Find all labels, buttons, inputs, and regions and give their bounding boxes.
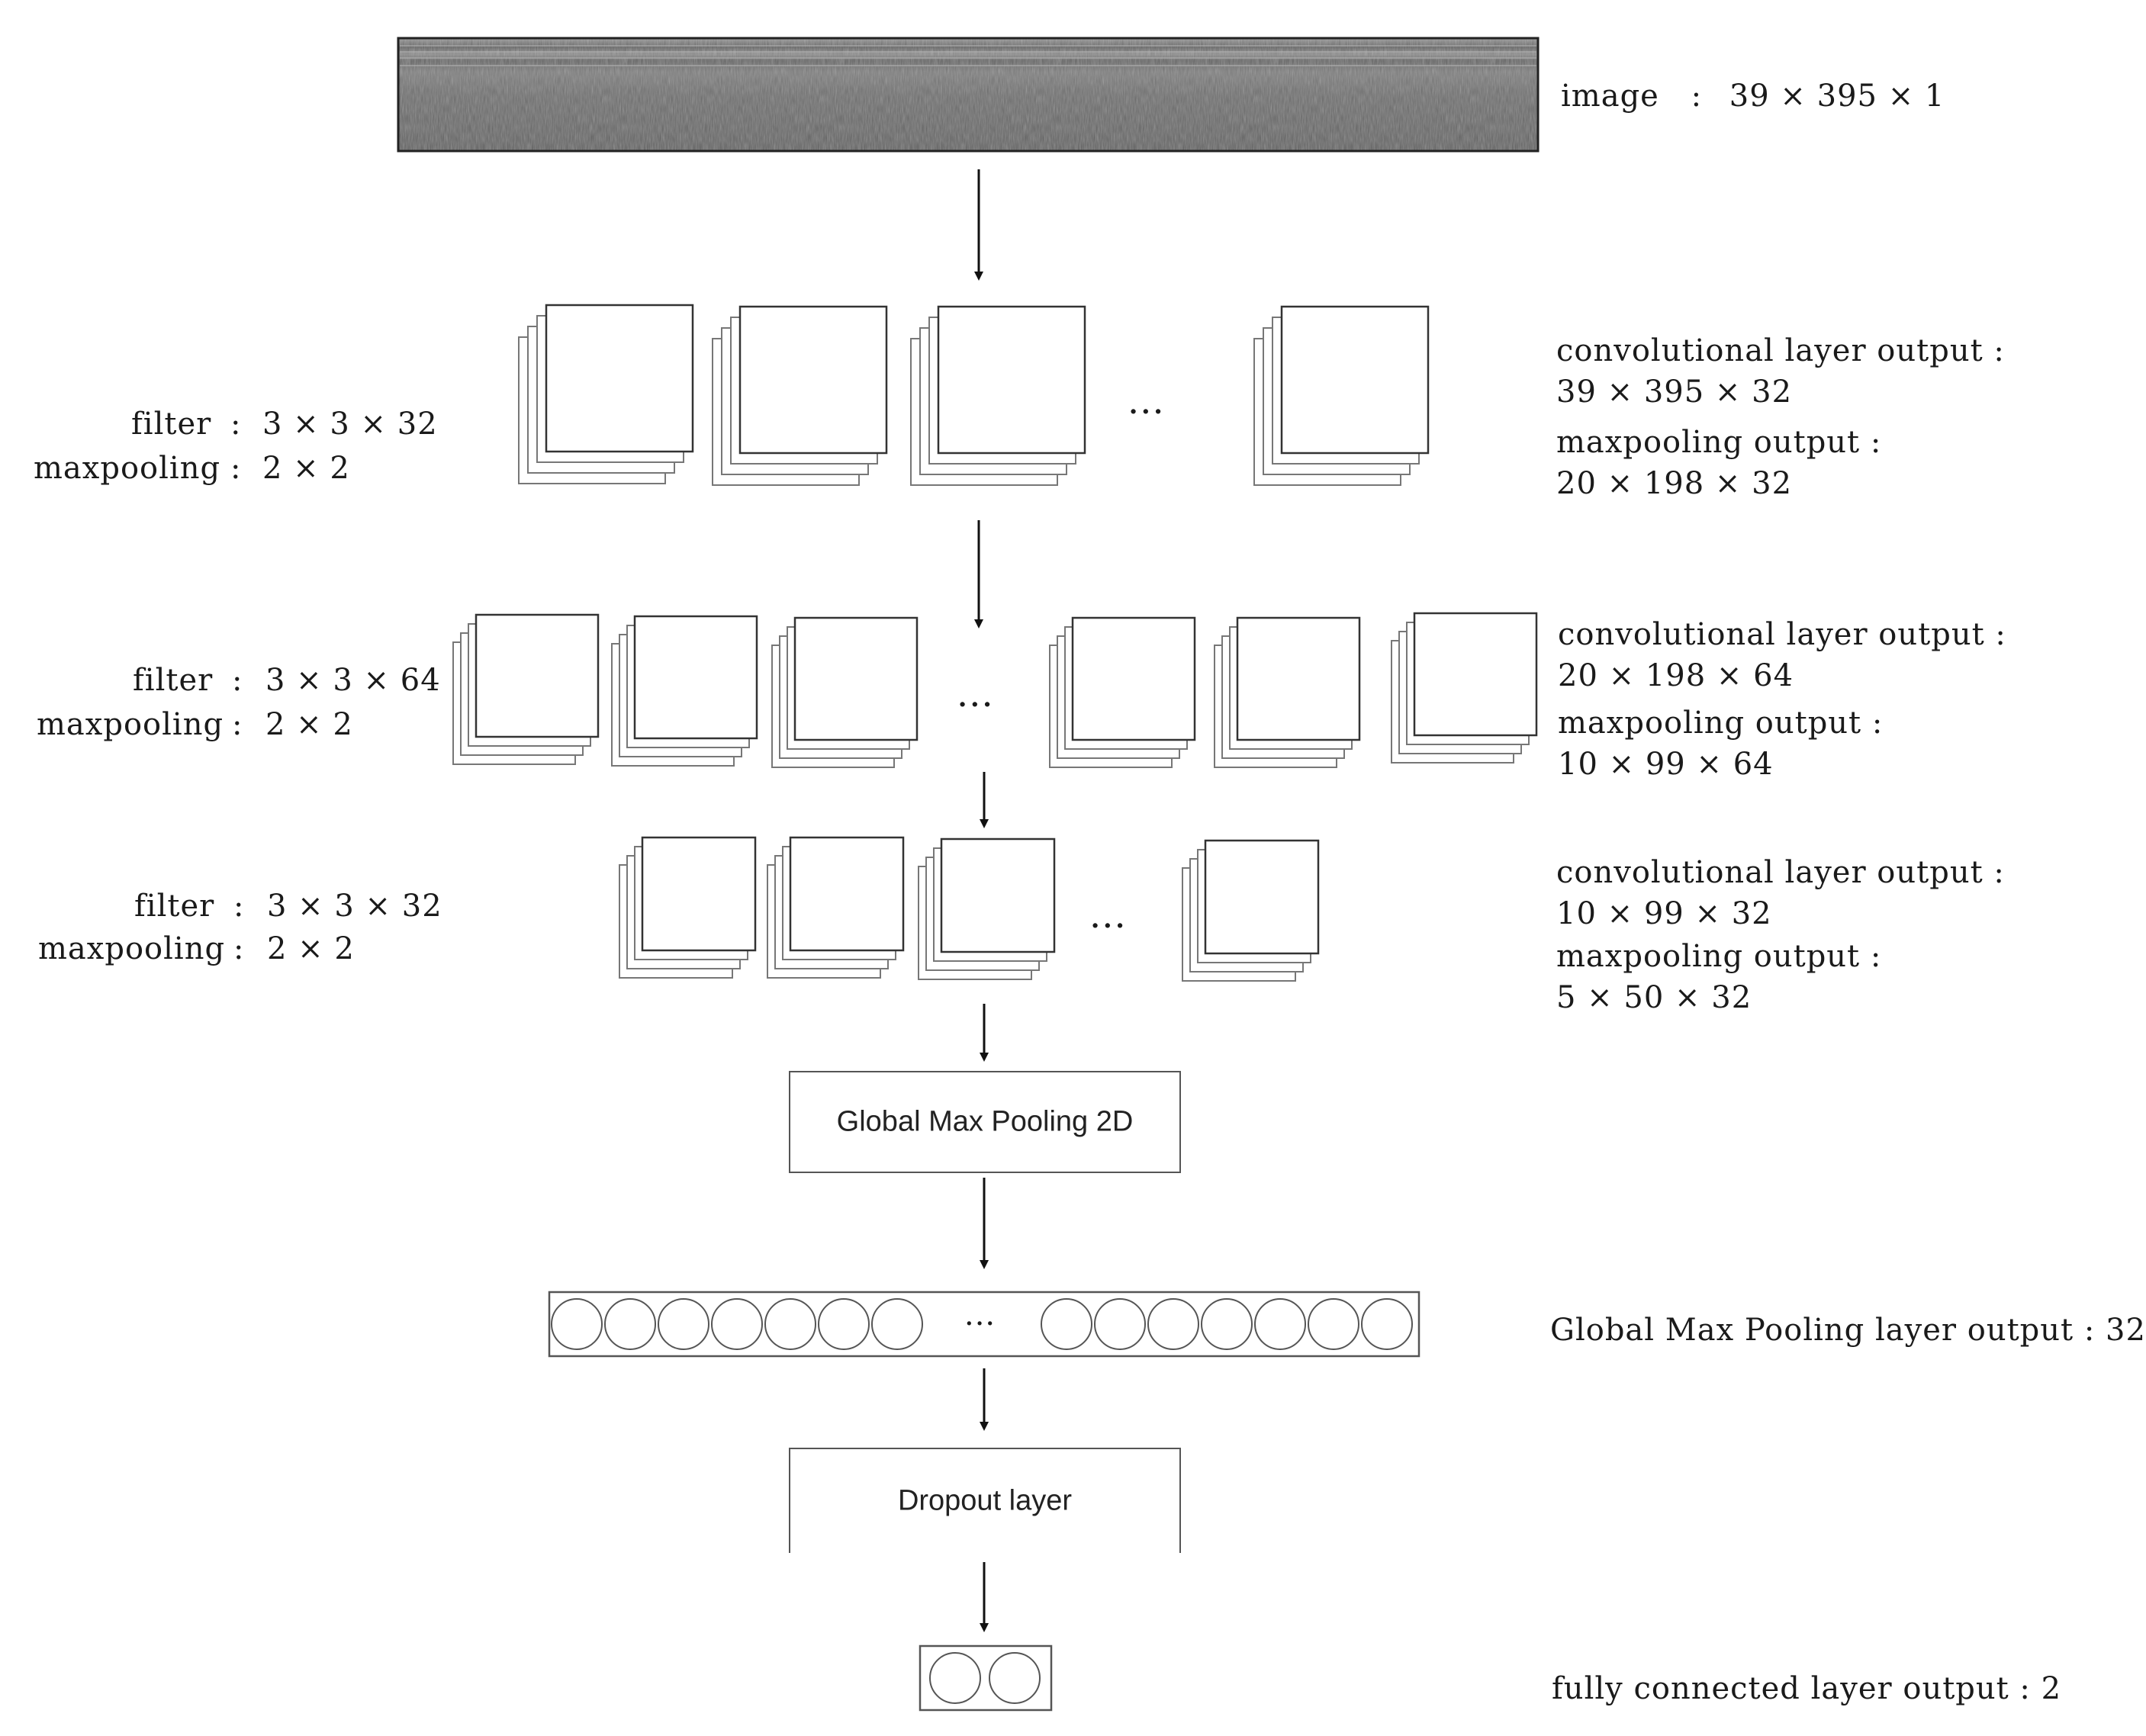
dropout-layer-box-label: Dropout layer — [897, 1484, 1073, 1517]
conv3-stack-2-layer-0 — [940, 837, 1056, 953]
global-pool-neuron-2 — [658, 1298, 709, 1350]
conv3-pool-label: maxpooling — [38, 931, 226, 966]
conv2-filter-value: 3 × 3 × 64 — [265, 663, 441, 698]
conv1-stack-3 — [1253, 305, 1430, 486]
input-label-text: image — [1561, 79, 1659, 114]
feature-map-stacks — [452, 304, 1538, 982]
conv3-stack-1-layer-0 — [789, 836, 905, 952]
conv1-filter-label: filter — [131, 407, 212, 442]
conv1-pool-separator: : — [230, 451, 242, 486]
conv3-conv-output-value: 10 × 99 × 32 — [1556, 896, 1772, 931]
global-pool-neuron-12 — [1308, 1298, 1359, 1350]
global-pool-neuron-6 — [871, 1298, 923, 1350]
conv3-pool-value: 2 × 2 — [267, 931, 355, 966]
conv3-ellipsis: ··· — [1089, 905, 1127, 947]
input-shape: 39 × 395 × 1 — [1729, 79, 1945, 114]
dropout-layer-box: Dropout layer — [789, 1448, 1181, 1553]
conv2-pool-value: 2 × 2 — [265, 707, 353, 742]
vector-ellipsis: ··· — [964, 1307, 996, 1342]
conv1-stack-2-layer-0 — [937, 305, 1086, 455]
global-pool-neuron-10 — [1201, 1298, 1253, 1350]
conv2-conv-output-value: 20 × 198 × 64 — [1558, 658, 1794, 693]
conv2-stack-5 — [1391, 612, 1538, 764]
conv3-filter-value: 3 × 3 × 32 — [267, 889, 442, 924]
conv1-conv-output-value: 39 × 395 × 32 — [1556, 375, 1793, 410]
global-max-pooling-box: Global Max Pooling 2D — [789, 1071, 1181, 1173]
conv3-filter-label: filter — [134, 889, 215, 924]
fully-connected-neuron-1 — [989, 1652, 1041, 1704]
conv2-pool-separator: : — [232, 707, 243, 742]
global-pool-neuron-0 — [551, 1298, 603, 1350]
conv2-stack-0-layer-0 — [475, 613, 600, 738]
global-pool-neuron-4 — [764, 1298, 816, 1350]
conv1-pool-value: 2 × 2 — [262, 451, 350, 486]
conv2-stack-4-layer-0 — [1236, 616, 1361, 741]
conv1-pool-output-value: 20 × 198 × 32 — [1556, 466, 1793, 501]
conv1-filter-value: 3 × 3 × 32 — [262, 407, 438, 442]
conv2-stack-3-layer-0 — [1071, 616, 1196, 741]
fully-connected-output-label: fully connected layer output : 2 — [1552, 1671, 2062, 1706]
global-pool-neuron-5 — [818, 1298, 870, 1350]
global-pool-neuron-13 — [1361, 1298, 1413, 1350]
fully-connected-neuron-0 — [929, 1652, 981, 1704]
conv3-stack-3-layer-0 — [1204, 839, 1320, 955]
global-pool-neuron-3 — [711, 1298, 763, 1350]
conv3-stack-0-layer-0 — [641, 836, 757, 952]
conv2-stack-1 — [611, 615, 758, 767]
conv2-pool-output-label: maxpooling output : — [1558, 706, 1884, 741]
input-image — [397, 37, 1540, 153]
conv3-conv-output-label: convolutional layer output : — [1556, 855, 2005, 890]
conv2-filter-separator: : — [232, 663, 243, 698]
conv2-filter-label: filter — [133, 663, 214, 698]
conv1-pool-output-label: maxpooling output : — [1556, 425, 1882, 460]
global-pool-neuron-1 — [604, 1298, 656, 1350]
conv2-stack-1-layer-0 — [633, 615, 758, 740]
conv2-stack-5-layer-0 — [1413, 612, 1538, 737]
conv3-stack-1 — [767, 836, 905, 979]
global-pool-neuron-8 — [1094, 1298, 1146, 1350]
conv1-conv-output-label: convolutional layer output : — [1556, 333, 2005, 368]
conv3-pool-separator: : — [233, 931, 245, 966]
conv2-stack-0 — [452, 613, 600, 765]
conv1-stack-0-layer-0 — [545, 304, 694, 453]
conv2-stack-3 — [1049, 616, 1196, 768]
conv2-conv-output-label: convolutional layer output : — [1558, 617, 2006, 652]
arrows — [974, 169, 989, 1632]
global-pool-neuron-7 — [1041, 1298, 1092, 1350]
image-texture-lines — [400, 45, 1536, 66]
conv1-filter-separator: : — [230, 407, 242, 442]
conv1-stack-0 — [518, 304, 694, 484]
conv2-ellipsis: ··· — [957, 683, 994, 726]
conv2-pool-label: maxpooling — [37, 707, 224, 742]
conv1-ellipsis: ··· — [1128, 391, 1165, 433]
conv1-pool-label: maxpooling — [34, 451, 221, 486]
conv3-pool-output-value: 5 × 50 × 32 — [1556, 980, 1752, 1015]
conv3-filter-separator: : — [233, 889, 245, 924]
conv1-stack-2 — [910, 305, 1086, 486]
global-pool-neuron-9 — [1147, 1298, 1199, 1350]
global-pool-neuron-11 — [1254, 1298, 1306, 1350]
conv3-stack-2 — [918, 837, 1056, 980]
global-max-pooling-box-label: Global Max Pooling 2D — [836, 1105, 1134, 1138]
conv1-stack-3-layer-0 — [1280, 305, 1430, 455]
neuron-circles — [548, 1291, 1420, 1712]
conv1-stack-1 — [712, 305, 888, 486]
global-pool-output-label: Global Max Pooling layer output : 32 — [1550, 1313, 2146, 1348]
conv2-pool-output-value: 10 × 99 × 64 — [1558, 747, 1774, 782]
conv2-stack-4 — [1214, 616, 1361, 768]
input-label: image : 39 × 395 × 1 — [1561, 81, 1945, 111]
conv3-stack-3 — [1182, 839, 1320, 982]
input-separator: : — [1691, 79, 1703, 114]
conv3-pool-output-label: maxpooling output : — [1556, 939, 1882, 974]
conv1-stack-1-layer-0 — [738, 305, 888, 455]
conv3-stack-0 — [619, 836, 757, 979]
conv2-stack-2 — [771, 616, 919, 768]
conv2-stack-2-layer-0 — [793, 616, 919, 741]
